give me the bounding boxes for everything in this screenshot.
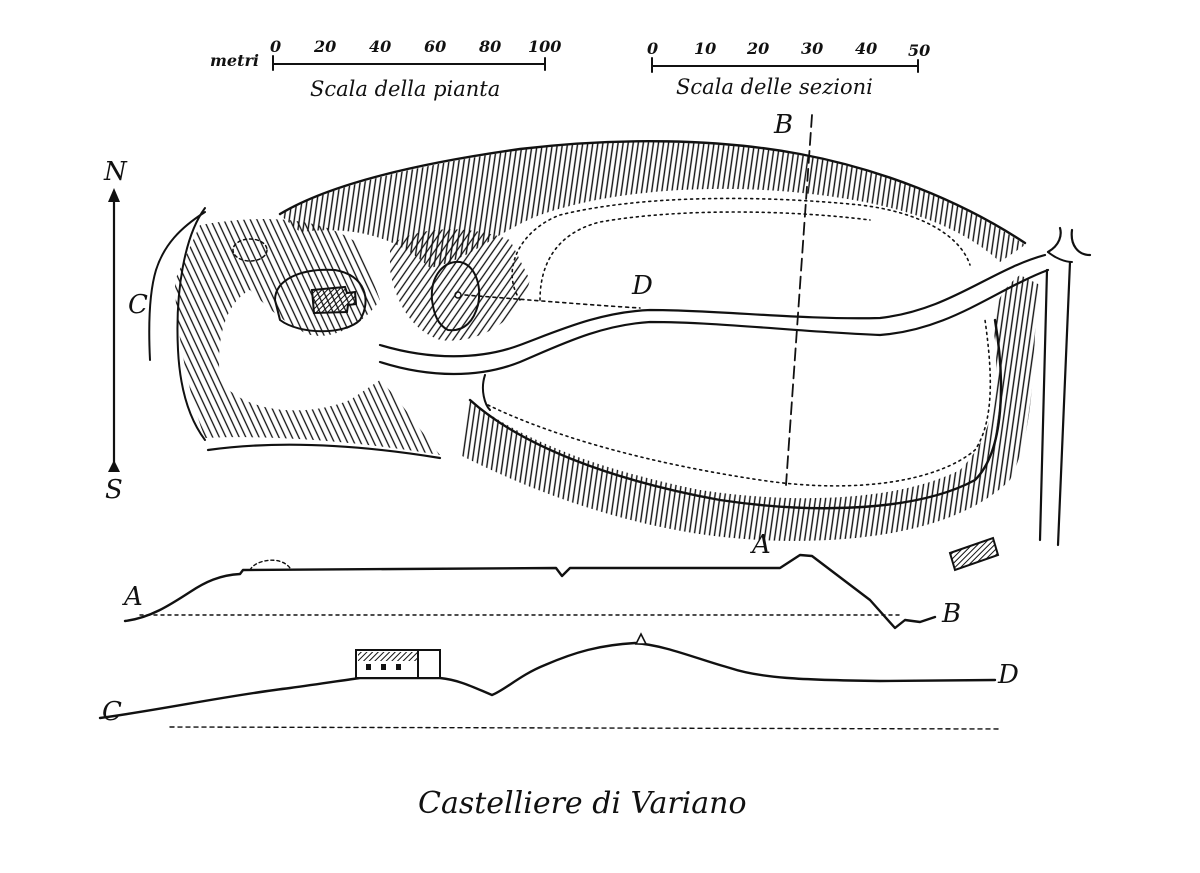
west-curved-edge	[148, 211, 206, 361]
church-building	[310, 285, 358, 315]
plan-scale-label: Scala della pianta	[310, 77, 500, 101]
plan-label-a: A	[750, 530, 771, 560]
church-window-1	[366, 664, 371, 670]
profile-label-d: D	[997, 660, 1019, 690]
profile-label-c: C	[102, 697, 122, 727]
south-plateau-edge	[487, 319, 992, 487]
plan-scale-tick-20: 20	[313, 37, 336, 56]
west-mound-outline	[232, 238, 268, 262]
section-line-a-b	[785, 114, 813, 486]
church-window-3	[396, 664, 401, 670]
east-road-west-edge	[1038, 226, 1062, 542]
section-profile-c-d: C D	[98, 632, 1019, 730]
east-road-bend	[1047, 251, 1073, 263]
southwest-edge	[206, 443, 442, 460]
plan-scale-tick-0: 0	[270, 37, 281, 56]
outer-north-edge	[278, 140, 1027, 245]
outer-south-edge	[468, 318, 1003, 510]
section-scale-tick-40: 40	[855, 39, 877, 58]
road-west-branch	[481, 374, 491, 411]
plan-label-d: D	[631, 271, 653, 301]
compass-north-label: N	[103, 157, 128, 187]
profile-c-d-datum	[169, 726, 1001, 730]
plan-scale-tick-100: 100	[528, 37, 561, 56]
section-line-c-d	[464, 294, 641, 309]
section-scale-tick-0: 0	[647, 39, 658, 58]
south-east-building	[948, 536, 1000, 572]
summit-marker	[634, 632, 648, 645]
site-plan: B D C A	[128, 110, 1092, 572]
profile-a-b-line	[123, 553, 937, 630]
summit-platform	[274, 268, 367, 333]
section-scale-tick-30: 30	[801, 39, 823, 58]
plan-scale-tick-60: 60	[424, 37, 446, 56]
central-knoll-hatching	[390, 229, 530, 341]
section-scale-bar: 0 10 20 30 40 50 Scala delle sezioni	[647, 39, 930, 99]
profile-label-b: B	[941, 599, 961, 629]
section-scale-tick-10: 10	[694, 39, 716, 58]
section-scale-tick-50: 50	[908, 41, 930, 60]
south-rampart-hatching	[460, 275, 1040, 541]
plate-title: Castelliere di Variano	[418, 786, 747, 821]
road-north-edge	[378, 253, 1047, 358]
plan-scale-bar: metri 0 20 40 60 80 100 Scala della pian…	[210, 37, 561, 101]
plan-label-c: C	[128, 290, 148, 320]
profile-c-d-line	[98, 641, 997, 720]
church-window-2	[381, 664, 386, 670]
plan-scale-tick-40: 40	[369, 37, 391, 56]
plan-label-b: B	[773, 110, 793, 140]
section-scale-tick-20: 20	[746, 39, 769, 58]
east-road-east-edge	[1056, 228, 1092, 547]
section-profile-a-b: A B	[122, 553, 961, 630]
north-south-arrow: N S	[103, 157, 128, 505]
west-scarp-edge	[176, 207, 206, 441]
north-plateau-inner-edge	[539, 211, 871, 301]
church-section-roof	[358, 652, 418, 661]
knoll-survey-point	[454, 291, 462, 299]
profile-label-a: A	[122, 582, 143, 612]
west-slope-hatching	[175, 219, 440, 455]
compass-south-label: S	[105, 475, 123, 505]
profile-a-b-mound	[249, 559, 291, 571]
plan-scale-tick-80: 80	[478, 37, 501, 56]
plan-scale-unit: metri	[210, 51, 259, 70]
central-knoll-outline	[430, 260, 480, 332]
road-south-edge	[378, 268, 1050, 376]
north-plateau-edge	[511, 197, 971, 301]
section-scale-label: Scala delle sezioni	[676, 75, 873, 99]
